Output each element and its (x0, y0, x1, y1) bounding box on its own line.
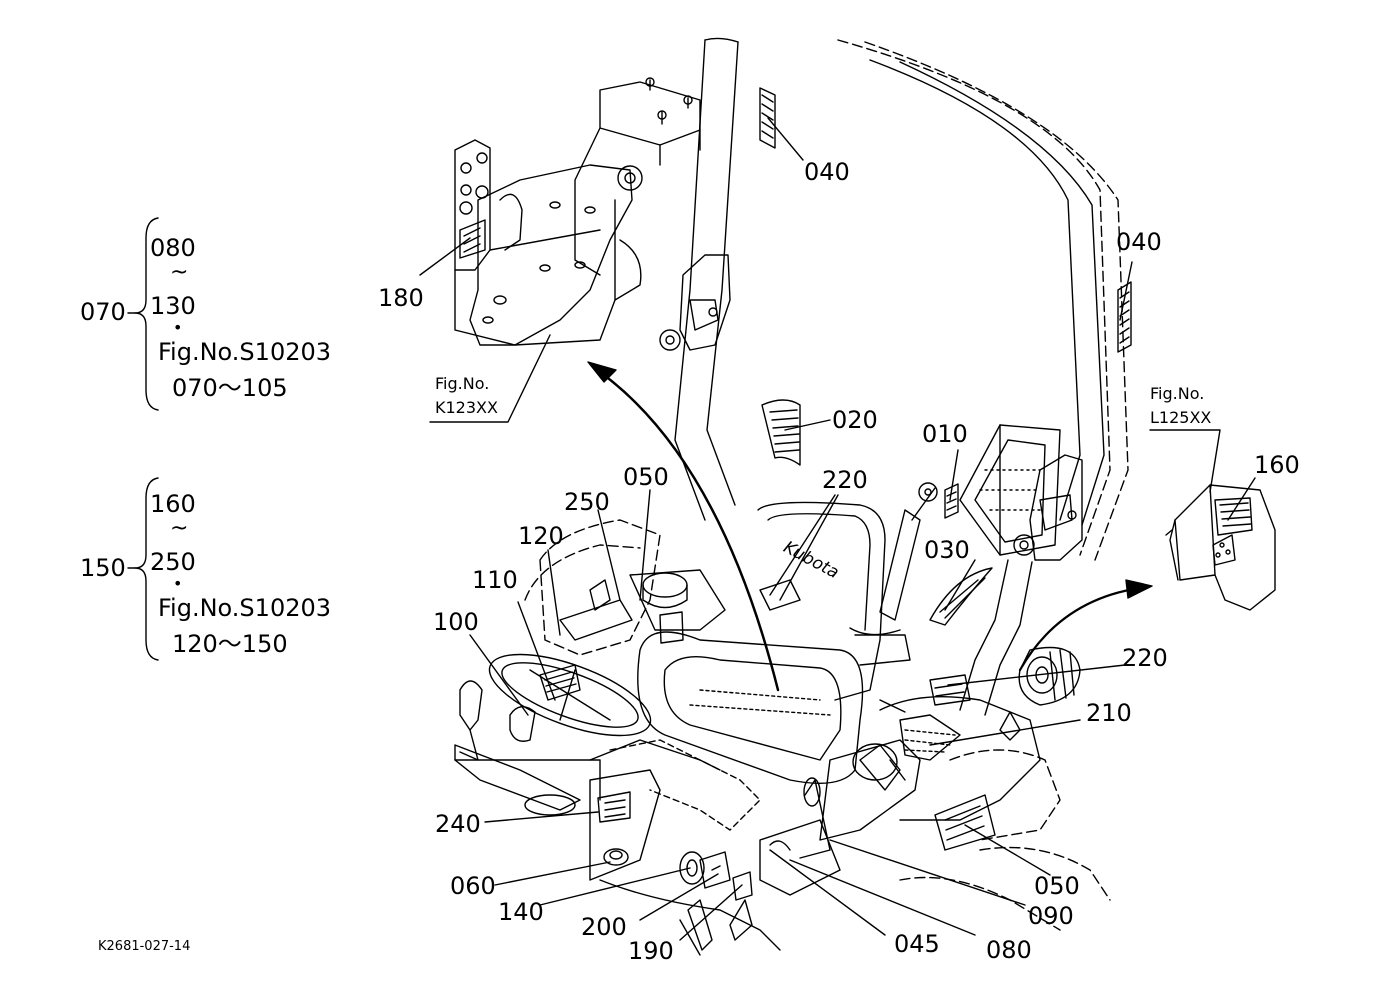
callout-060: 060 (450, 872, 496, 900)
decal-020 (762, 400, 800, 465)
fig-l125-line2: L125XX (1150, 408, 1212, 427)
callout-045: 045 (894, 930, 940, 958)
group-150-fig: Fig.No.S10203 (158, 594, 332, 622)
group-070-tilde: ~ (170, 260, 189, 285)
callout-010: 010 (922, 420, 968, 448)
callout-250: 250 (564, 488, 610, 516)
group-070-start: 080 (150, 234, 196, 262)
fig-l125-line1: Fig.No. (1150, 384, 1205, 403)
bracket-150 (128, 478, 158, 660)
callout-050-lower: 050 (1034, 872, 1080, 900)
callout-050-upper: 050 (623, 463, 669, 491)
group-070-fig: Fig.No.S10203 (158, 338, 332, 366)
callout-140: 140 (498, 898, 544, 926)
fig-k123-leader (430, 335, 550, 422)
dashboard (460, 520, 725, 760)
operator-seat: Kubota (638, 502, 910, 783)
callout-210: 210 (1086, 699, 1132, 727)
fig-k123-line1: Fig.No. (435, 374, 490, 393)
group-150-bullet: • (173, 574, 183, 593)
group-070-parent: 070 (80, 298, 126, 326)
fig-k123-line2: K123XX (435, 398, 498, 417)
callout-030: 030 (924, 536, 970, 564)
callout-190: 190 (628, 937, 674, 965)
arrow-seat-to-bracket (588, 362, 778, 690)
callout-090: 090 (1028, 902, 1074, 930)
group-150-tilde: ~ (170, 516, 189, 541)
decal-030 (930, 568, 992, 625)
callout-040-upper: 040 (804, 158, 850, 186)
group-070-end: 130 (150, 292, 196, 320)
callout-110: 110 (472, 566, 518, 594)
callout-160: 160 (1254, 451, 1300, 479)
callout-220-upper: 220 (822, 466, 868, 494)
group-070-range: 070～105 (172, 374, 288, 402)
fig-l125-leader (1150, 430, 1220, 492)
leader-lines (420, 118, 1255, 940)
gas-strut (880, 483, 937, 620)
callout-040-right: 040 (1116, 228, 1162, 256)
callout-080: 080 (986, 936, 1032, 964)
group-150-start: 160 (150, 490, 196, 518)
callout-240: 240 (435, 810, 481, 838)
callout-220-right: 220 (1122, 644, 1168, 672)
rear-box (960, 425, 1060, 555)
callout-180: 180 (378, 284, 424, 312)
side-panel-l125 (1166, 485, 1275, 610)
steering-wheel (480, 638, 660, 753)
bracket-assembly (455, 78, 700, 345)
callout-120: 120 (518, 522, 564, 550)
bracket-070 (128, 218, 158, 410)
callout-020: 020 (832, 406, 878, 434)
rops-frame (660, 38, 1128, 715)
group-150-range: 120～150 (172, 630, 288, 658)
group-150-parent: 150 (80, 554, 126, 582)
callout-200: 200 (581, 913, 627, 941)
arrow-to-l125 (1020, 580, 1152, 670)
lower-body (455, 648, 1110, 956)
group-150-end: 250 (150, 548, 196, 576)
group-070-bullet: • (173, 318, 183, 337)
callout-100: 100 (433, 608, 479, 636)
decal-040-upper (760, 88, 775, 148)
drawing-id: K2681-027-14 (98, 939, 191, 954)
